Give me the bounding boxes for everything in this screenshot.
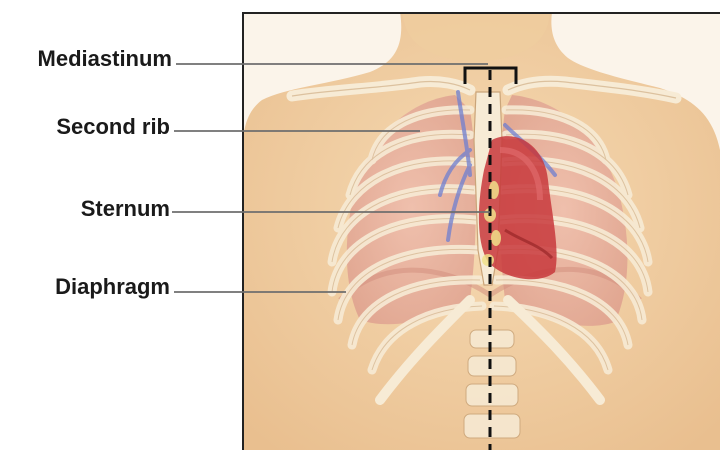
- label-column: Mediastinum Second rib Sternum Diaphragm: [0, 0, 240, 450]
- label-sternum: Sternum: [81, 196, 170, 222]
- lumbar-vertebrae: [464, 330, 520, 438]
- label-diaphragm: Diaphragm: [55, 274, 170, 300]
- illustration-content: [242, 12, 720, 450]
- label-second-rib: Second rib: [56, 114, 170, 140]
- label-mediastinum: Mediastinum: [38, 46, 172, 72]
